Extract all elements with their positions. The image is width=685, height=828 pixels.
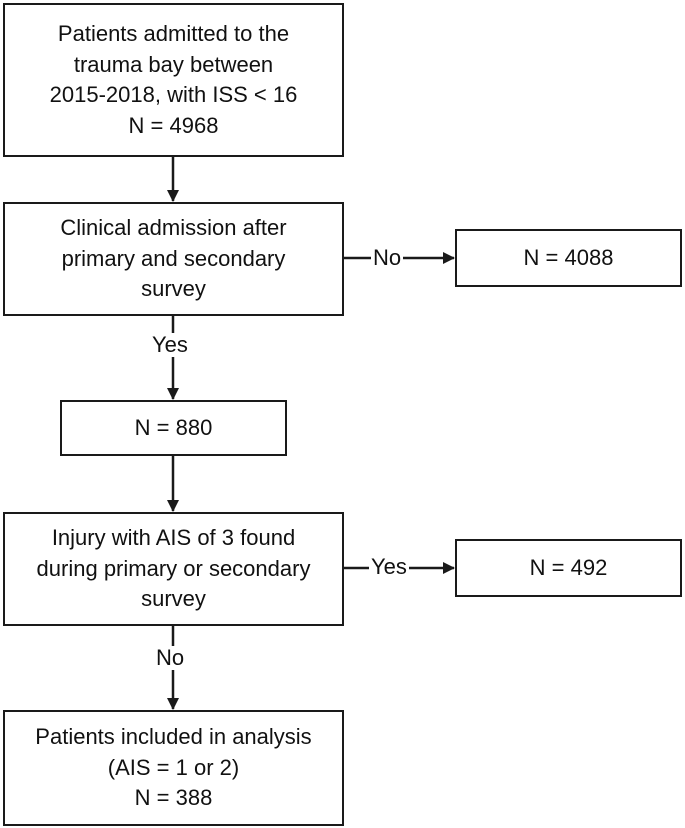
admitted-line-1: Patients admitted to the	[57, 21, 290, 46]
ais3-line-3: survey	[141, 586, 206, 612]
not-admitted-count: N = 4088	[523, 244, 614, 270]
included-in-analysis-box: Patients included in analysis (AIS = 1 o…	[3, 710, 344, 826]
clinical-admission-decision-box: Clinical admission after primary and sec…	[3, 202, 344, 316]
not-admitted-count-box: N = 4088	[455, 229, 682, 287]
admitted-patients-box: Patients admitted to the trauma bay betw…	[3, 3, 344, 157]
included-count: N = 388	[134, 785, 213, 811]
clinically-admitted-count: N = 880	[134, 414, 213, 440]
edge-label-ais3-no: No	[154, 645, 187, 670]
ais3-line-2: during primary or secondary	[36, 555, 311, 581]
ais3-line-1: Injury with AIS of 3 found	[51, 525, 296, 551]
edge-label-clinical-yes: Yes	[150, 332, 190, 357]
clinical-line-1: Clinical admission after	[60, 215, 287, 241]
clinical-line-2: primary and secondary	[61, 245, 286, 271]
included-line-2: (AIS = 1 or 2)	[107, 754, 240, 780]
clinically-admitted-count-box: N = 880	[60, 400, 287, 456]
edge-label-clinical-no: No	[371, 245, 404, 270]
ais3-excluded-count-box: N = 492	[455, 539, 682, 597]
admitted-line-2: trauma bay between	[73, 51, 274, 77]
admitted-line-3: 2015-2018, with ISS < 16	[49, 82, 298, 107]
included-line-1: Patients included in analysis	[35, 724, 312, 750]
ais3-excluded-count: N = 492	[529, 554, 608, 580]
admitted-count: N = 4968	[128, 112, 219, 138]
ais3-decision-box: Injury with AIS of 3 found during primar…	[3, 512, 344, 626]
edge-label-ais3-yes: Yes	[369, 554, 409, 579]
clinical-line-3: survey	[141, 276, 206, 302]
